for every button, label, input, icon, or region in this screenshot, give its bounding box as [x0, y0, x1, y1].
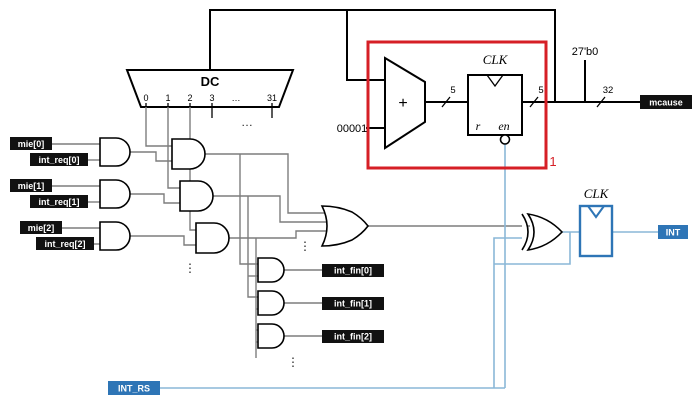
wire-dc-out1 — [167, 107, 180, 189]
and-gate-fin0 — [257, 257, 285, 283]
label-req2: int_req[2] — [44, 239, 85, 249]
bus-slash-5a — [441, 96, 451, 108]
reset-wires — [160, 144, 658, 389]
label-box-req0 — [30, 153, 88, 166]
bus-width-5a: 5 — [450, 85, 455, 96]
label-box-fin2 — [322, 330, 384, 343]
signal-labels — [10, 95, 692, 395]
and-gate-fin1 — [257, 290, 285, 316]
wire-branch1 — [239, 154, 258, 265]
wire-row2-or — [213, 195, 326, 223]
wire-branch2 — [247, 196, 258, 298]
label-int: INT — [666, 228, 681, 238]
wire-feedback-adder — [346, 10, 385, 81]
label-box-intrs — [108, 381, 160, 395]
xor-gate — [526, 212, 564, 252]
dc-out-0: 0 — [143, 93, 148, 103]
bus-slash-5b — [529, 96, 539, 108]
label-req1: int_req[1] — [38, 197, 79, 207]
diagram-texts: DC 0 1 2 3 … 31 … ⋮ ⋮ ⋮ mie[0] int_req[0… — [18, 46, 683, 394]
gates — [99, 137, 564, 349]
vdots-fin: ⋮ — [287, 355, 299, 369]
and-gate-mie2 — [99, 221, 131, 251]
wire-feedback-top — [209, 9, 556, 102]
wire-row1-or — [205, 153, 326, 214]
xor-gate-backarc — [521, 213, 529, 251]
const-27b0: 27'b0 — [572, 46, 599, 58]
label-box-mcause — [640, 95, 692, 109]
label-box-fin0 — [322, 264, 384, 277]
ff-clk: CLK — [584, 186, 610, 201]
adder-mux-body — [384, 56, 426, 150]
label-box-req1 — [30, 195, 88, 208]
bus-marks — [145, 96, 606, 118]
dc-out-1: 1 — [165, 93, 170, 103]
dc-out-3: 3 — [209, 93, 214, 103]
clock-wedge-icon — [486, 74, 504, 88]
wire-row3-or — [229, 230, 326, 239]
logic-wires — [52, 107, 530, 358]
bus-width-5b: 5 — [538, 85, 543, 96]
red-highlight-box — [366, 40, 548, 170]
label-mie2: mie[2] — [28, 223, 55, 233]
label-fin2: int_fin[2] — [334, 332, 372, 342]
label-box-mie2 — [20, 221, 62, 234]
dc-out-ellipsis: … — [232, 93, 241, 103]
const-00001: 00001 — [337, 123, 368, 135]
or-gate — [320, 205, 370, 247]
label-fin1: int_fin[1] — [334, 299, 372, 309]
wire-and2a-2b — [130, 193, 180, 204]
register-en: en — [498, 119, 509, 133]
label-mie0: mie[0] — [18, 139, 45, 149]
red-highlight-number: 1 — [549, 154, 556, 169]
vdots-gates: ⋮ — [184, 261, 196, 275]
enable-bubble-icon — [499, 134, 511, 145]
label-mie1: mie[1] — [18, 181, 45, 191]
register-clk: CLK — [483, 52, 509, 67]
bus-slash-32 — [596, 96, 606, 108]
int-ff-body — [578, 204, 614, 258]
wire-xor-lower-input — [493, 237, 528, 388]
and-gate-sel0 — [171, 138, 206, 170]
adder-plus: + — [398, 95, 407, 112]
vdots-or: ⋮ — [299, 239, 311, 253]
label-box-int — [658, 225, 688, 239]
decoder-title: DC — [201, 74, 220, 89]
label-fin0: int_fin[0] — [334, 266, 372, 276]
label-mcause: mcause — [649, 98, 683, 108]
and-gate-mie1 — [99, 179, 131, 209]
and-gate-fin2 — [257, 323, 285, 349]
wire-and3a-3b — [130, 235, 196, 246]
label-box-mie1 — [10, 179, 52, 192]
decoder-body — [125, 69, 295, 108]
wire-xor-feedback-loop — [494, 232, 571, 265]
ellipsis-below-dc: … — [241, 115, 253, 129]
clock-wedge-blue-icon — [587, 205, 605, 219]
label-box-fin1 — [322, 297, 384, 310]
bus-width-32: 32 — [603, 85, 614, 96]
label-intrs: INT_RS — [118, 384, 150, 394]
label-box-mie0 — [10, 137, 52, 150]
dc-out-2: 2 — [187, 93, 192, 103]
datapath-components — [384, 56, 614, 258]
dc-out-31: 31 — [267, 93, 277, 103]
and-gate-sel1 — [179, 180, 214, 212]
and-gate-sel2 — [195, 222, 230, 254]
wire-dc-out0 — [145, 107, 172, 147]
register-r: r — [476, 119, 481, 133]
wire-and1a-1b — [130, 151, 172, 162]
and-gate-mie0 — [99, 137, 131, 167]
label-box-req2 — [36, 237, 94, 250]
label-req0: int_req[0] — [38, 155, 79, 165]
